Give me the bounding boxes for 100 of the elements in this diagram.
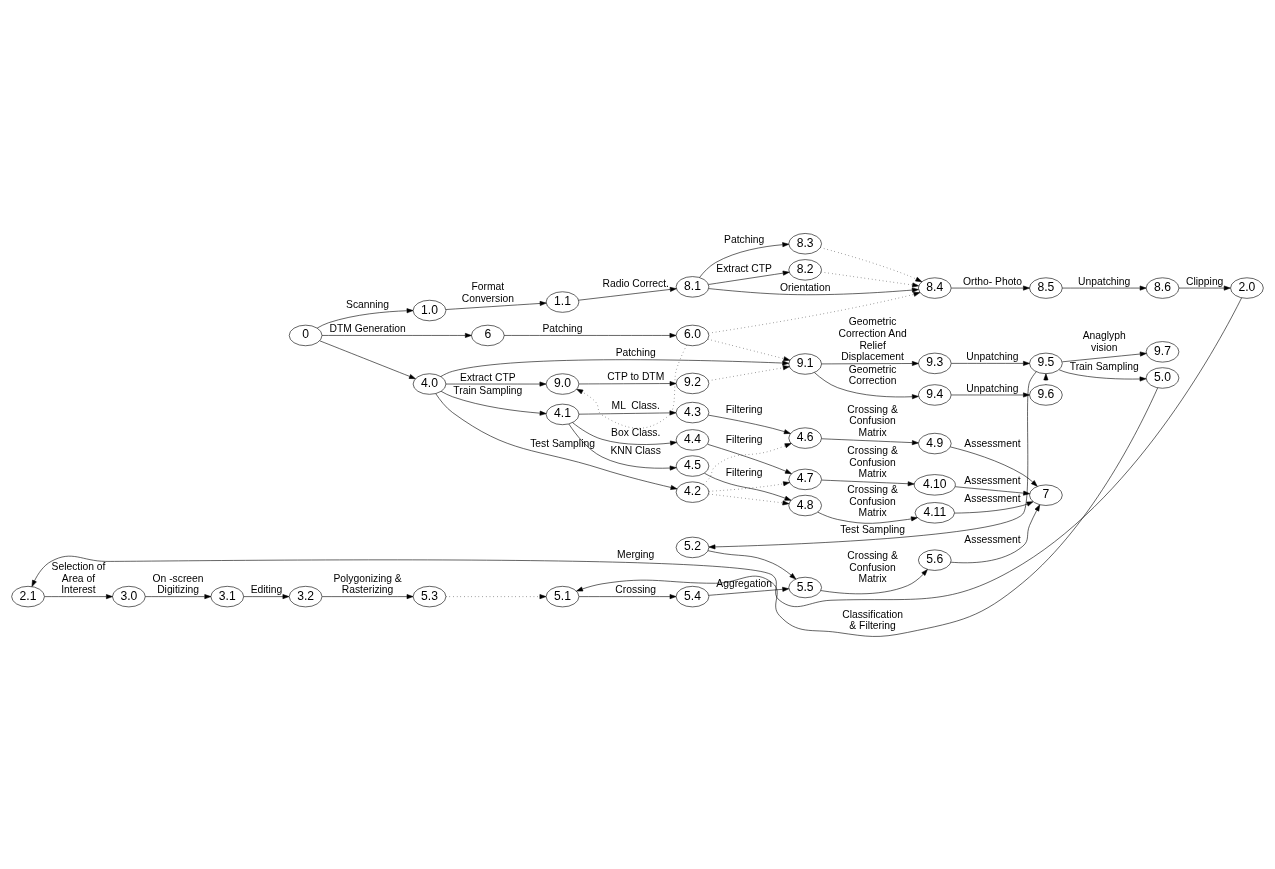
node-ellipse: 8.2: [788, 258, 822, 280]
edge-label: Unpatching: [966, 350, 1019, 362]
node-ellipse: 8.5: [1029, 276, 1063, 299]
arrow: [820, 271, 919, 287]
node-ellipse: 2.1: [11, 585, 45, 607]
node-ellipse: 3.2: [288, 585, 323, 607]
edge-label: Patching: [724, 233, 765, 245]
arrow: [440, 390, 547, 416]
arrow: [44, 593, 113, 599]
edge-label: Unpatching: [1078, 275, 1131, 287]
arrow: [708, 586, 790, 596]
edge-label: Assessment: [964, 533, 1021, 545]
node-ellipse: 4.0: [412, 372, 447, 395]
edge-label: Filtering: [725, 466, 763, 477]
edge-label: Assessment: [964, 492, 1021, 504]
edge-label: Crossing & Confusion Matrix: [847, 483, 898, 518]
edge-label: Orientation: [779, 281, 831, 293]
node-ellipse: 4.11: [914, 501, 955, 523]
arrow: [707, 338, 791, 361]
node-ellipse: 1.1: [545, 290, 580, 313]
node-ellipse: 4.6: [788, 427, 822, 449]
node-ellipse: 5.3: [412, 585, 447, 607]
node-ellipse: 9.0: [545, 372, 580, 395]
arrow: [1178, 285, 1231, 290]
arrow: [1062, 285, 1147, 290]
arrow: [243, 593, 290, 599]
edge-label: CTP to DTM: [607, 370, 665, 382]
arrow: [708, 480, 790, 492]
edge-label: Selection of Area of Interest: [51, 560, 106, 595]
arrow: [578, 409, 677, 415]
node-ellipse: 9.6: [1029, 383, 1063, 406]
arrow: [445, 593, 547, 599]
edge-label: Unpatching: [966, 382, 1019, 394]
arrow: [316, 307, 414, 328]
edge-label: KNN Class: [610, 444, 661, 456]
node-ellipse: 6: [471, 324, 505, 346]
arrow: [576, 387, 1158, 637]
arrow: [578, 286, 677, 300]
arrow: [951, 392, 1030, 397]
arrow: [319, 340, 416, 379]
node-ellipse: 4.4: [675, 428, 710, 450]
edge-label: Crossing & Confusion Matrix: [847, 403, 898, 438]
arrow: [820, 568, 928, 594]
node-ellipse: 2.0: [1230, 276, 1264, 299]
node-ellipse: 5.6: [918, 549, 952, 571]
node-ellipse: 8.3: [788, 232, 822, 254]
node-ellipse: 3.1: [210, 585, 244, 607]
arrow: [572, 421, 677, 445]
arrow: [708, 414, 791, 434]
edge-label: Assessment: [964, 474, 1021, 486]
arrow: [578, 593, 677, 599]
arrow: [703, 442, 792, 485]
node-ellipse: 9.2: [675, 372, 710, 394]
edge-label: Extract CTP: [716, 262, 772, 274]
arrow: [821, 437, 919, 445]
node-ellipse: 4.5: [675, 454, 710, 477]
edge-label: Crossing & Confusion Matrix: [847, 549, 898, 584]
node-ellipse: 9.3: [918, 352, 952, 374]
arrow: [707, 443, 792, 474]
edge-label: Patching: [615, 346, 656, 358]
arrow: [708, 287, 919, 295]
arrow: [708, 371, 1037, 549]
arrow: [1062, 351, 1147, 362]
edge-label: Test Sampling: [840, 523, 905, 535]
arrow: [435, 392, 678, 490]
node-ellipse: 5.2: [675, 536, 710, 558]
node-ellipse: 9.4: [918, 383, 952, 406]
arrow: [708, 291, 921, 333]
arrow: [578, 380, 677, 386]
arrow: [950, 446, 1038, 487]
arrow: [31, 297, 1242, 607]
arrow: [814, 371, 919, 399]
edge-label: Radio Correct.: [602, 277, 669, 289]
node-ellipse: 5.0: [1145, 366, 1180, 389]
edge-label: Editing: [250, 583, 283, 595]
node-ellipse: 9.5: [1029, 352, 1063, 374]
edge-label: Anaglyph vision: [1082, 329, 1126, 353]
edge-label: Merging: [617, 548, 655, 560]
edge-label: Train Sampling: [1069, 360, 1139, 372]
arrow: [708, 364, 790, 381]
edge-label: Ortho- Photo: [962, 275, 1022, 287]
arrow: [1058, 368, 1147, 381]
arrow: [707, 549, 797, 579]
arrow: [445, 300, 547, 310]
edge-label: DTM Generation: [329, 322, 406, 334]
edge-label: Test Sampling: [530, 437, 595, 449]
node-ellipse: 3.0: [112, 585, 146, 607]
node-ellipse: 8.4: [918, 276, 952, 299]
edge-label: Classification & Filtering: [842, 608, 903, 631]
node-ellipse: 0: [288, 324, 323, 346]
node-ellipse: 8.1: [675, 275, 710, 297]
edge-label: Crossing: [615, 583, 657, 595]
edge-label: Train Sampling: [453, 384, 523, 396]
node-ellipse: 4.10: [913, 473, 956, 495]
edge-label: Filtering: [725, 403, 763, 415]
node-ellipse: 5.5: [788, 576, 822, 598]
node-ellipse: 1.0: [412, 299, 447, 321]
arrow: [955, 485, 1030, 496]
node-ellipse: 4.7: [788, 468, 822, 490]
edge-label: Clipping: [1186, 275, 1224, 287]
